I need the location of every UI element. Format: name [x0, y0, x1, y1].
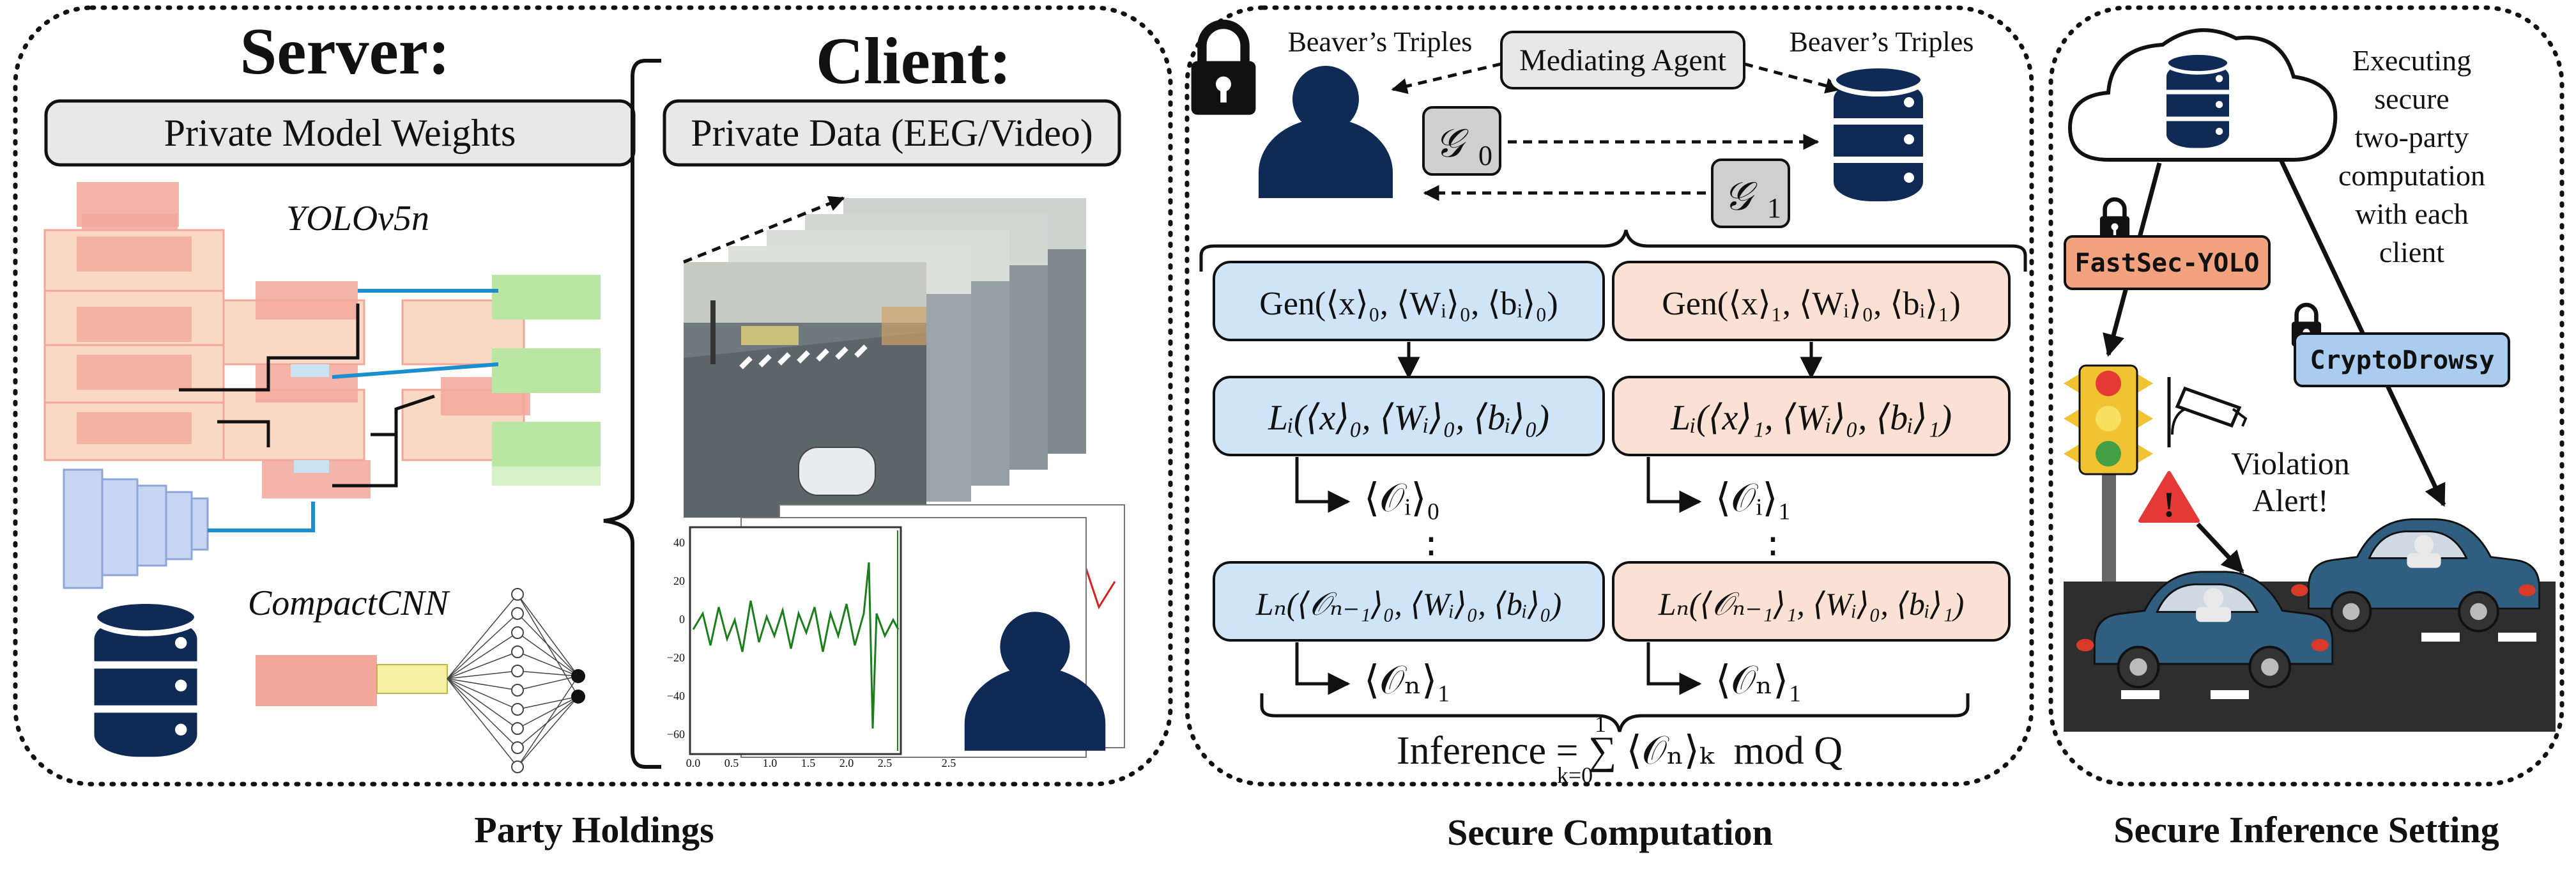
server-title: Server: — [240, 15, 450, 88]
client-person-icon — [1259, 66, 1393, 198]
fastsec-yolo-label: FastSec-YOLO — [2075, 249, 2260, 278]
warning-icon: ! — [2138, 471, 2200, 525]
beaver-triples-right: Beaver’s Triples — [1790, 26, 1974, 58]
svg-text:!: ! — [2163, 485, 2175, 525]
party-holdings-frame — [13, 5, 1173, 787]
svg-text:with each: with each — [2355, 197, 2469, 230]
cloud-database-icon — [2166, 53, 2229, 148]
cryptodrowsy-badge — [2294, 332, 2510, 387]
eeg-xtick: 2.5 — [942, 757, 956, 769]
cryptodrowsy-label: CryptoDrowsy — [2310, 346, 2495, 375]
svg-text:Executing: Executing — [2352, 44, 2472, 77]
private-model-weights-label: Private Model Weights — [164, 112, 516, 154]
eeg-ytick: −60 — [667, 728, 685, 741]
beaver-triples-left: Beaver’s Triples — [1288, 26, 1473, 58]
lane-marking — [2498, 633, 2536, 642]
eeg-plots: 40 20 0 −20 −40 −60 0.0 0.5 1.0 1.5 2.0 … — [667, 504, 1125, 769]
mediator-to-server-arrow — [1744, 62, 1842, 94]
g1-subscript: 1 — [1767, 192, 1781, 224]
compactcnn-diagram — [256, 588, 585, 773]
eeg-xtick: 1.0 — [763, 757, 778, 769]
violation-alert-line1: Violation — [2231, 445, 2350, 481]
secure-inference-caption: Secure Inference Setting — [2113, 809, 2499, 851]
server-database-icon — [1834, 66, 1923, 201]
g1-box — [1711, 158, 1790, 228]
svg-text:computation: computation — [2338, 159, 2485, 192]
layer-i-party0-label: Lᵢ(⟨x⟩₀, ⟨Wᵢ⟩₀, ⟨bᵢ⟩₀) — [1268, 398, 1549, 438]
lane-marking — [2421, 633, 2460, 642]
secure-computation-frame — [1184, 5, 2034, 787]
inference-formula: Inference = ∑ ⟨𝒪ₙ⟩ₖ mod Q — [1397, 729, 1843, 773]
execution-note: Executing secure two-party computation w… — [2338, 44, 2485, 268]
layer-n-party0-label: Lₙ(⟨𝒪ₙ₋₁⟩₀, ⟨Wᵢ⟩₀, ⟨bᵢ⟩₀) — [1255, 586, 1562, 622]
output-i-party1: ⟨𝒪ᵢ⟩₁ — [1715, 477, 1791, 520]
layer-i-party1-box — [1612, 376, 2011, 456]
output-arrow — [1295, 642, 1351, 695]
output-n-party0: ⟨𝒪ₙ⟩₁ — [1364, 659, 1451, 702]
layer-i-party0-box — [1213, 376, 1605, 456]
computation-top-brace — [1199, 229, 2027, 272]
lane-marking — [2121, 690, 2159, 699]
yolo-label: YOLOv5n — [286, 199, 429, 238]
light-to-car-arrow — [2196, 522, 2244, 574]
layer-i-party1-label: Lᵢ(⟨x⟩₁, ⟨Wᵢ⟩₀, ⟨bᵢ⟩₁) — [1670, 398, 1952, 438]
eeg-xtick: 0.0 — [686, 757, 701, 769]
gen-party1-label: Gen(⟨x⟩₁, ⟨Wᵢ⟩₀, ⟨bᵢ⟩₁) — [1662, 286, 1960, 322]
g0-box — [1422, 106, 1501, 176]
private-data-box — [663, 99, 1121, 167]
svg-text:secure: secure — [2374, 82, 2449, 115]
eeg-xtick: 0.5 — [724, 757, 739, 769]
eeg-ytick: 0 — [679, 613, 685, 626]
mediating-agent-box — [1500, 31, 1745, 89]
fastsec-yolo-badge — [2064, 235, 2271, 290]
eeg-ytick: 20 — [673, 575, 685, 587]
video-frames — [684, 198, 1086, 518]
secure-inference-frame — [2048, 5, 2564, 787]
layer-n-party1-box — [1612, 561, 2011, 642]
layer-n-party0-box — [1213, 561, 1605, 642]
client-brace — [603, 59, 661, 769]
private-data-label: Private Data (EEG/Video) — [691, 112, 1093, 154]
eeg-ytick: −40 — [667, 690, 685, 702]
output-arrow — [1646, 457, 1702, 513]
lock-icon — [1192, 24, 1256, 115]
video-arrow — [683, 196, 845, 264]
server-database-icon — [95, 601, 197, 757]
eeg-xtick: 1.5 — [801, 757, 816, 769]
yolo-network-diagram — [43, 182, 601, 589]
svg-text:client: client — [2379, 236, 2444, 268]
layer-n-party1-label: Lₙ(⟨𝒪ₙ₋₁⟩₁, ⟨Wᵢ⟩₀, ⟨bᵢ⟩₁) — [1658, 586, 1965, 622]
violation-alert-line2: Alert! — [2252, 482, 2328, 518]
lock-icon — [2100, 199, 2129, 241]
output-n-party1: ⟨𝒪ₙ⟩₁ — [1715, 659, 1802, 702]
eeg-xtick: 2.5 — [878, 757, 893, 769]
mediator-to-client-arrow — [1391, 62, 1502, 95]
compactcnn-label: CompactCNN — [248, 583, 450, 623]
output-arrow — [1295, 457, 1351, 513]
lane-marking — [2211, 690, 2249, 699]
eeg-ytick: −20 — [667, 651, 685, 664]
sum-upper-limit: 1 — [1595, 711, 1606, 737]
secure-computation-caption: Secure Computation — [1447, 812, 1773, 853]
party-holdings-caption: Party Holdings — [474, 809, 714, 851]
gen-party0-label: Gen(⟨x⟩₀, ⟨Wᵢ⟩₀, ⟨bᵢ⟩₀) — [1259, 286, 1558, 322]
client-title: Client: — [816, 24, 1011, 98]
svg-text:two-party: two-party — [2355, 121, 2469, 153]
output-arrow — [1646, 642, 1702, 695]
eeg-ytick: 40 — [673, 536, 685, 549]
camera-icon — [2167, 377, 2248, 447]
gen-party0-box — [1213, 261, 1605, 341]
traffic-light — [2064, 364, 2153, 588]
g0-subscript: 0 — [1478, 140, 1492, 171]
mediating-agent-label: Mediating Agent — [1519, 43, 1727, 77]
output-i-party0: ⟨𝒪ᵢ⟩₀ — [1364, 477, 1440, 520]
gen-party1-box — [1612, 261, 2011, 341]
computation-bottom-brace — [1260, 693, 1970, 732]
eeg-xtick: 2.0 — [839, 757, 854, 769]
sum-lower-limit: k=0 — [1557, 762, 1593, 788]
